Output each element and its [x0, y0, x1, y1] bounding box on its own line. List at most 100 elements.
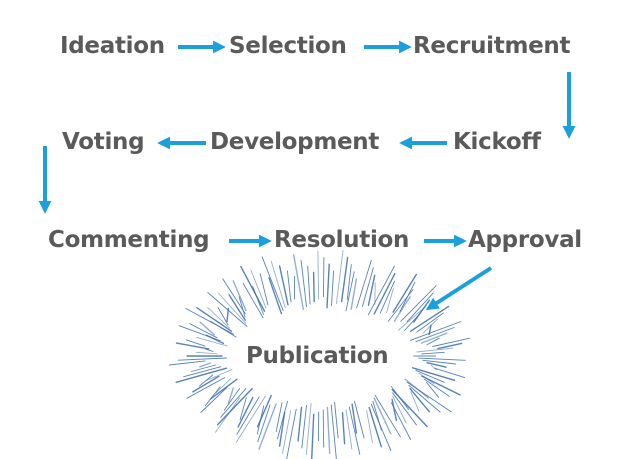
burst-ray	[222, 278, 246, 315]
burst-ray	[418, 357, 466, 361]
arrow-approval-to-publication	[425, 266, 493, 311]
burst-ray	[345, 409, 353, 450]
burst-ray	[387, 289, 414, 322]
burst-ray	[237, 396, 254, 428]
burst-ray	[326, 406, 331, 454]
burst-ray	[206, 369, 233, 381]
burst-ray	[340, 256, 349, 303]
burst-ray	[350, 278, 358, 310]
burst-ray	[374, 394, 401, 438]
burst-ray	[300, 259, 307, 308]
burst-ray	[341, 412, 346, 445]
burst-ray	[326, 263, 330, 309]
burst-ray	[317, 250, 320, 300]
burst-ray	[256, 394, 272, 428]
step-approval: Approval	[468, 227, 582, 253]
burst-ray	[242, 283, 264, 318]
burst-ray	[354, 400, 365, 439]
burst-ray	[217, 307, 229, 326]
burst-ray	[195, 351, 218, 355]
step-commenting: Commenting	[48, 227, 210, 253]
burst-ray	[278, 411, 286, 447]
burst-ray	[351, 403, 358, 434]
burst-ray	[426, 337, 440, 346]
burst-ray	[196, 307, 233, 332]
burst-ray	[400, 285, 437, 322]
burst-ray	[293, 254, 304, 310]
burst-ray	[236, 396, 260, 435]
burst-ray	[227, 387, 234, 405]
burst-ray	[345, 271, 355, 312]
burst-ray	[420, 332, 448, 344]
burst-ray	[432, 337, 471, 347]
burst-ray	[268, 277, 283, 315]
burst-ray	[348, 406, 361, 455]
burst-ray	[220, 388, 247, 418]
burst-ray	[195, 336, 228, 347]
burst-ray	[334, 401, 339, 439]
burst-ray	[367, 265, 395, 316]
burst-ray	[259, 273, 269, 306]
burst-ray	[238, 296, 246, 318]
burst-ray	[386, 288, 394, 313]
burst-ray	[191, 364, 216, 372]
burst-ray	[205, 348, 214, 352]
step-resolution: Resolution	[274, 227, 410, 253]
step-publication: Publication	[246, 343, 389, 369]
burst-ray	[192, 375, 220, 393]
burst-ray	[411, 367, 456, 381]
burst-ray	[426, 362, 447, 368]
burst-ray	[277, 400, 288, 440]
burst-ray	[207, 292, 248, 327]
burst-ray	[434, 367, 466, 379]
burst-ray	[415, 327, 455, 343]
burst-ray	[258, 403, 277, 450]
burst-ray	[392, 273, 417, 313]
burst-ray	[416, 347, 454, 353]
burst-ray	[185, 308, 234, 335]
burst-ray	[189, 323, 218, 339]
burst-ray	[392, 392, 417, 426]
burst-ray	[301, 404, 307, 449]
burst-ray	[373, 273, 396, 315]
burst-ray	[286, 270, 292, 303]
burst-ray	[390, 402, 412, 440]
burst-ray	[278, 265, 289, 306]
burst-ray	[204, 386, 221, 407]
burst-ray	[250, 269, 267, 309]
burst-ray	[423, 378, 450, 397]
burst-ray	[398, 306, 426, 331]
burst-ray	[286, 408, 297, 459]
burst-ray	[183, 366, 222, 378]
burst-ray	[356, 259, 372, 309]
burst-ray	[361, 267, 374, 307]
burst-ray	[311, 413, 315, 459]
burst-ray	[322, 409, 325, 448]
burst-ray	[408, 384, 441, 413]
burst-ray	[297, 406, 303, 442]
burst-ray	[261, 256, 284, 312]
burst-ray	[175, 342, 210, 350]
burst-ray	[209, 378, 238, 400]
burst-ray	[175, 367, 228, 383]
burst-ray	[239, 397, 247, 421]
burst-ray	[422, 359, 457, 365]
burst-ray	[392, 395, 407, 424]
burst-ray	[216, 387, 253, 426]
burst-ray	[426, 381, 440, 398]
burst-ray	[366, 410, 373, 443]
step-ideation: Ideation	[60, 33, 165, 59]
burst-ray	[404, 313, 421, 331]
burst-ray	[335, 249, 344, 304]
burst-ray	[240, 266, 266, 312]
burst-ray	[186, 377, 226, 399]
burst-ray	[331, 270, 335, 307]
burst-ray	[232, 280, 247, 311]
burst-ray	[200, 387, 228, 413]
burst-ray	[430, 364, 437, 371]
burst-ray	[379, 280, 395, 314]
burst-ray	[368, 406, 382, 448]
